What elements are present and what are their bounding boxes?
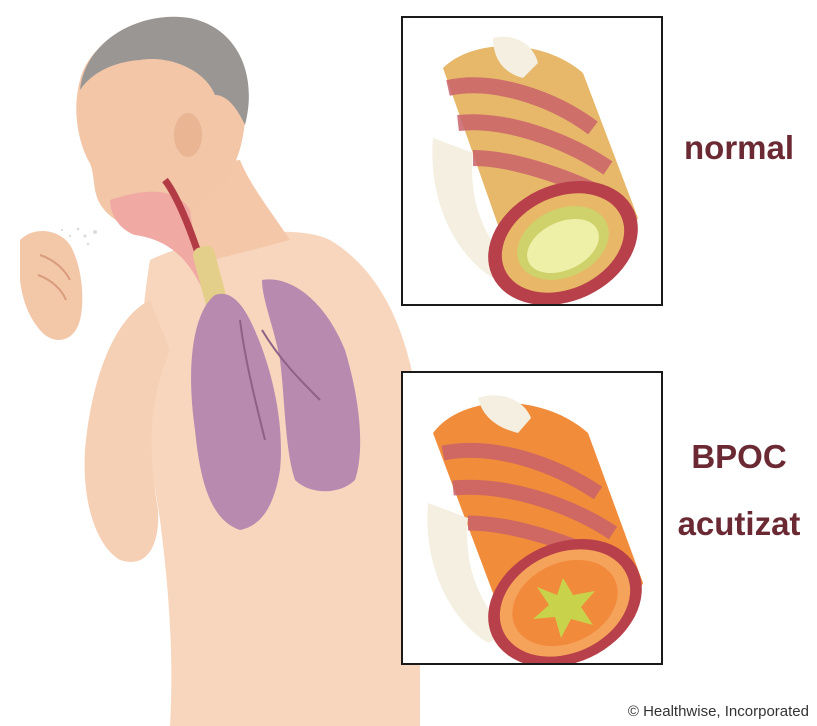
hand (20, 231, 82, 340)
label-copd-line1: BPOC (684, 437, 794, 477)
copd-airway-illustration (403, 373, 661, 663)
label-normal: normal (684, 128, 794, 168)
normal-airway-illustration (403, 18, 661, 304)
ear (174, 113, 202, 157)
copyright-credit: © Healthwise, Incorporated (628, 703, 809, 720)
panel-copd-airway (401, 371, 663, 665)
coughing-patient-illustration (0, 0, 430, 726)
label-copd-line2: acutizat (672, 504, 806, 544)
panel-normal-airway (401, 16, 663, 306)
